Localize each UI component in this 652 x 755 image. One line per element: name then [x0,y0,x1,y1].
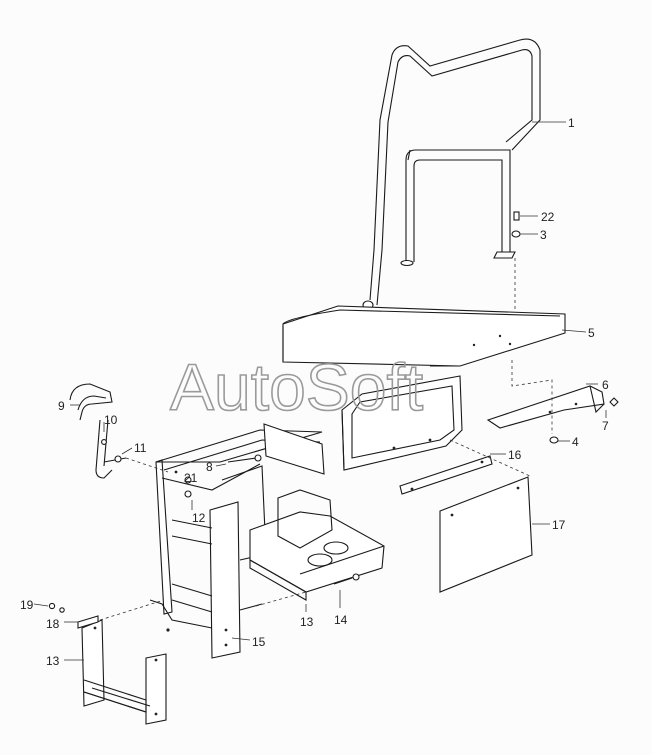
watermark-text: AutoSoft [170,350,423,424]
bolt-part-19 [48,602,65,613]
grab-handle-part-9 [69,383,127,479]
nut-part-12 [184,490,192,498]
callout-22: 22 [541,210,555,224]
callout-5: 5 [588,326,595,340]
main-frame-part-15 [149,423,325,659]
nut-part-11 [114,455,122,463]
flap-plate-part-17 [439,476,533,593]
seat-cushion-part [282,305,566,367]
callout-15: 15 [252,635,266,649]
nut-part-3 [511,230,521,238]
bolt-part-14 [333,573,360,585]
seat-base-frame [341,375,463,471]
plate-part-18 [77,615,99,629]
battery-tray-part-13 [249,489,385,601]
callout-1: 1 [568,116,575,130]
bolt-part-7 [609,397,619,407]
callout-3: 3 [540,228,547,242]
callout-18: 18 [46,617,60,631]
handrail-part [362,38,541,310]
callout-8: 8 [206,460,213,474]
callout-21: 21 [184,471,198,485]
leader-lines [33,121,607,661]
washer-part-4 [549,436,559,444]
callout-11: 11 [134,441,147,455]
bolt-part-10 [101,439,107,445]
callout-12: 12 [192,511,206,525]
callout-13-upper: 13 [300,615,314,629]
callout-19: 19 [20,598,34,612]
callout-10: 10 [104,413,118,427]
callout-4: 4 [572,435,579,449]
callout-14: 14 [334,613,348,627]
callout-16: 16 [508,448,522,462]
step-part-13 [81,619,167,725]
bracket-part [486,385,605,429]
callout-7: 7 [602,419,609,433]
bolt-part-22 [513,211,520,221]
callout-17: 17 [552,518,566,532]
callout-9: 9 [58,399,65,413]
washer-part-21 [184,476,192,484]
callout-6: 6 [602,378,609,392]
strip-part-16 [399,455,493,495]
bolt-part-8 [227,454,262,463]
callout-13-lower: 13 [46,654,60,668]
